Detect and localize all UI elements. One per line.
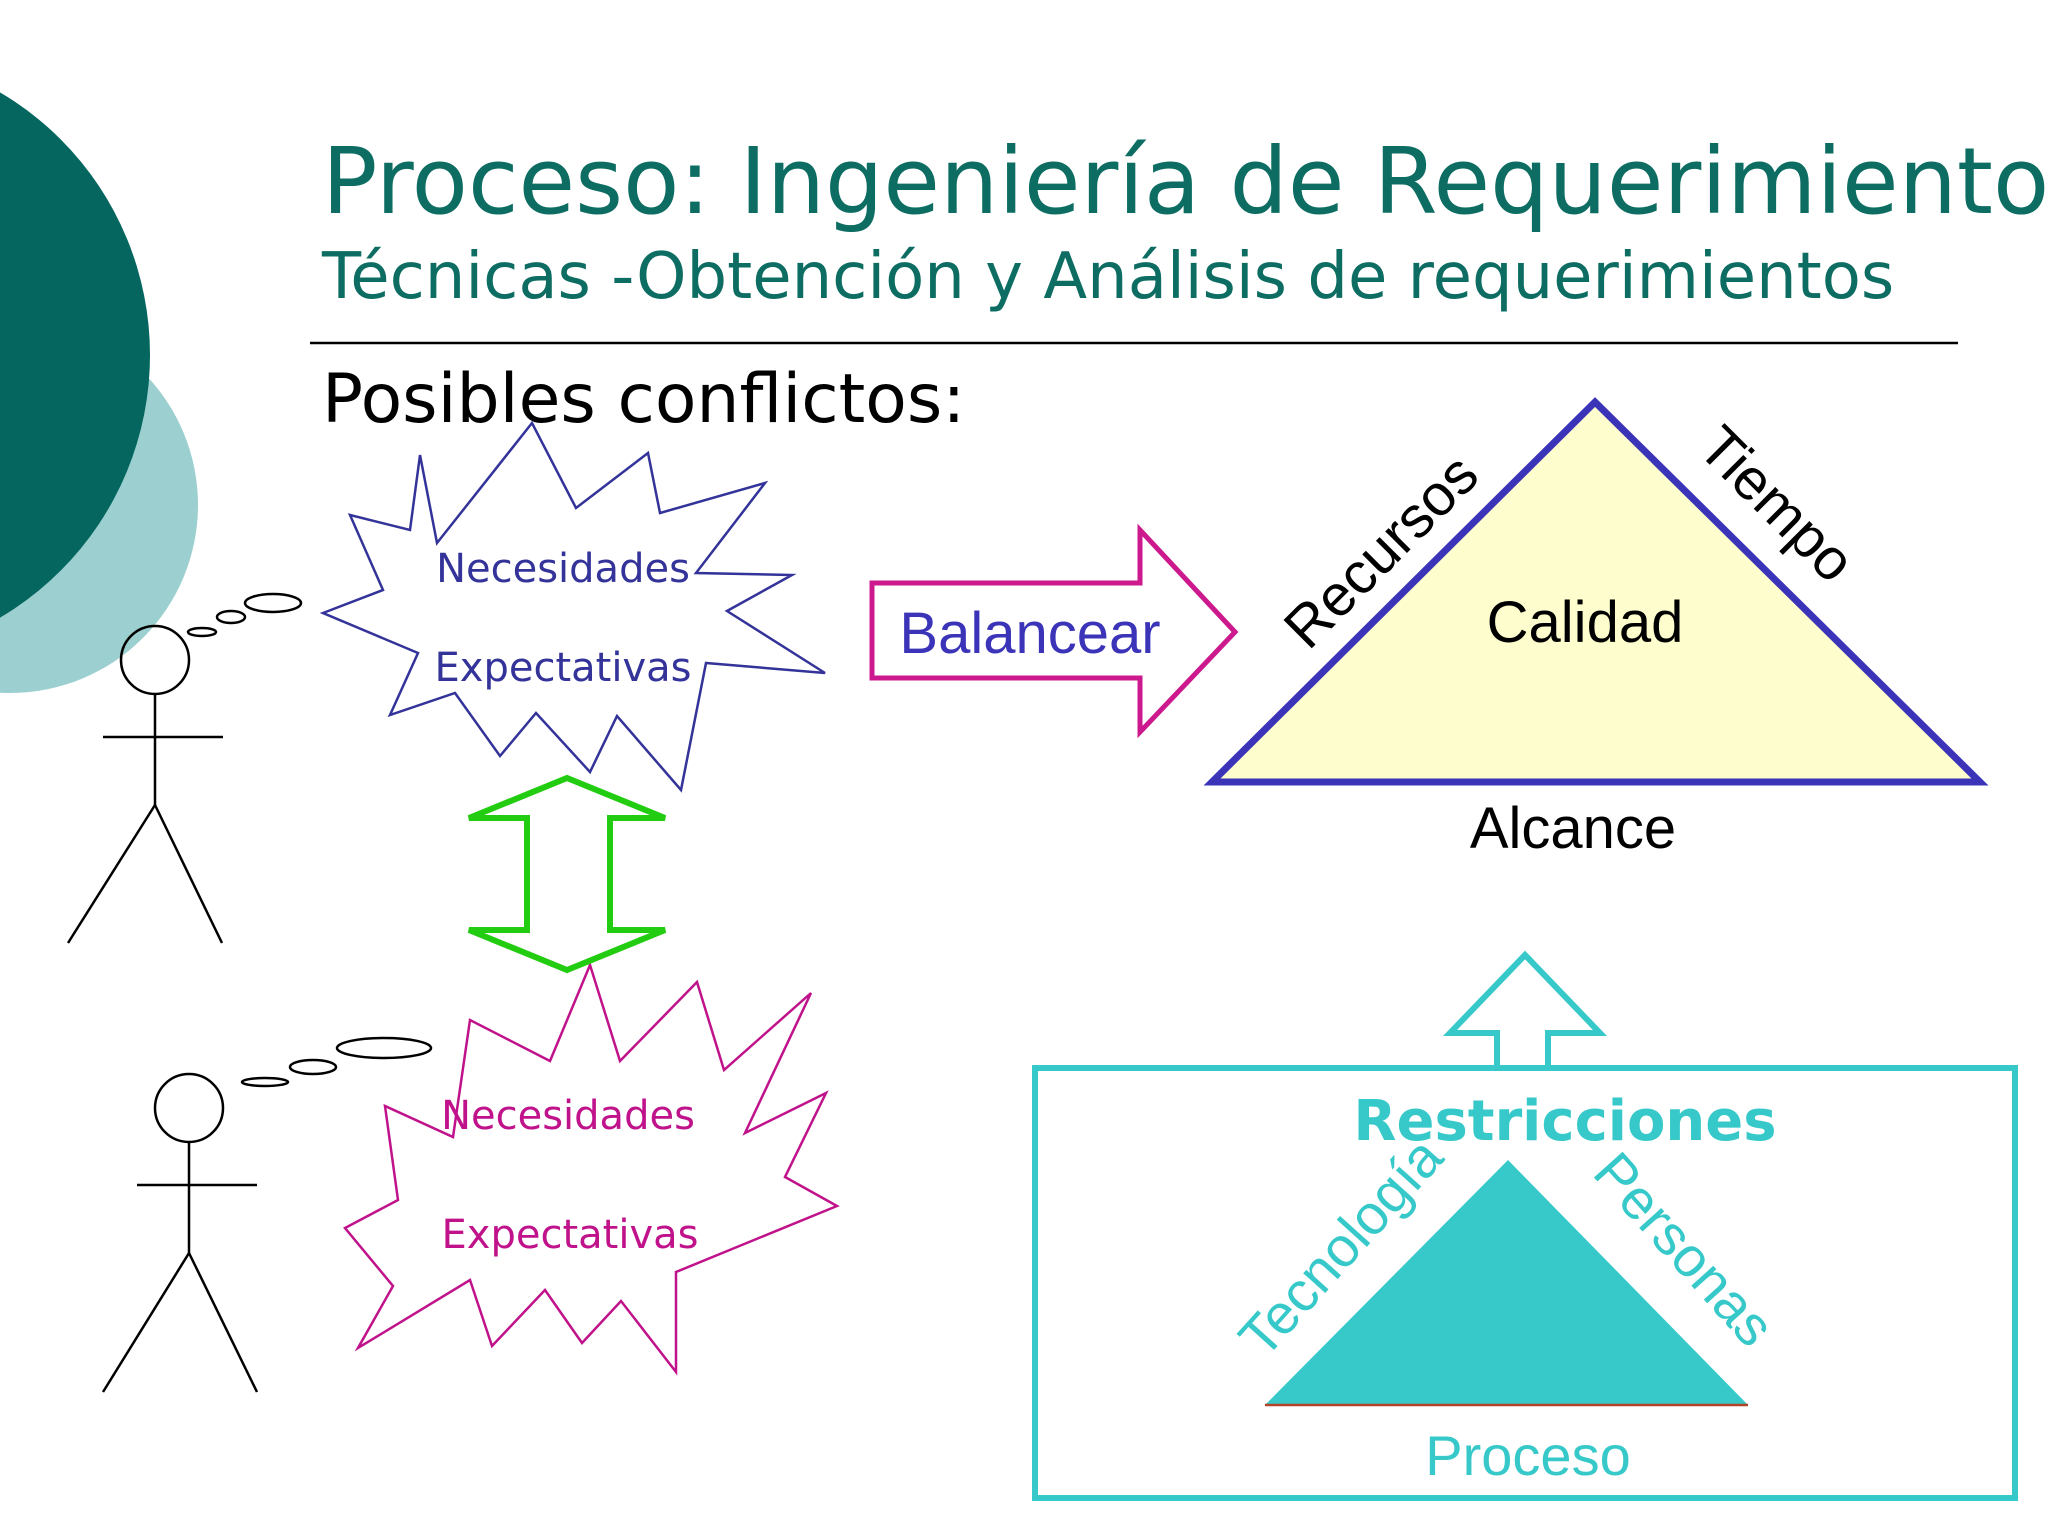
- constraints-up-arrow: [1442, 950, 1608, 1071]
- page-subtitle: Técnicas -Obtención y Análisis de requer…: [321, 240, 1894, 314]
- double-arrow: [467, 774, 667, 974]
- stick-figure-bottom-head: [153, 1072, 225, 1144]
- bubble-top-line1: Necesidades: [436, 546, 690, 592]
- constraints-bottom-label: Proceso: [1425, 1424, 1630, 1487]
- constraints-triangle: [1265, 1160, 1748, 1405]
- thought-dots-top: [186, 592, 303, 638]
- balance-arrow-label: Balancear: [899, 601, 1160, 666]
- stick-figure-top: [66, 624, 224, 944]
- bubble-bottom-line1: Necesidades: [441, 1093, 695, 1139]
- bubble-top-line2: Expectativas: [435, 645, 692, 691]
- quality-triangle-center: Calidad: [1487, 590, 1684, 655]
- explosion-bubble-top-shape: [319, 420, 826, 793]
- thought-dots-bottom: [240, 1036, 433, 1088]
- balance-arrow: Balancear: [869, 523, 1239, 739]
- quality-triangle-bottom-label: Alcance: [1470, 796, 1676, 861]
- explosion-bubble-bottom-shape: [343, 961, 840, 1376]
- balance-arrow-shape: [869, 523, 1239, 739]
- decorative-circle-dark: [0, 92, 150, 618]
- quality-triangle: Calidad Recursos Tiempo Alcance: [1203, 397, 1989, 861]
- explosion-bubble-top: Necesidades Expectativas: [319, 420, 826, 793]
- constraints-box-border: [1032, 1065, 2018, 1501]
- bubble-bottom-line2: Expectativas: [442, 1212, 699, 1258]
- page-title: Proceso: Ingeniería de Requerimientos: [322, 128, 2048, 235]
- constraints-box: Restricciones Tecnología Personas Proces…: [1032, 1065, 2018, 1501]
- constraints-title: Restricciones: [1353, 1089, 1776, 1154]
- section-heading: Posibles conflictos:: [322, 360, 965, 439]
- stick-figure-top-head: [119, 624, 191, 696]
- stick-figure-bottom: [101, 1072, 259, 1393]
- explosion-bubble-bottom: Necesidades Expectativas: [343, 961, 840, 1376]
- quality-triangle-shape: [1203, 397, 1989, 786]
